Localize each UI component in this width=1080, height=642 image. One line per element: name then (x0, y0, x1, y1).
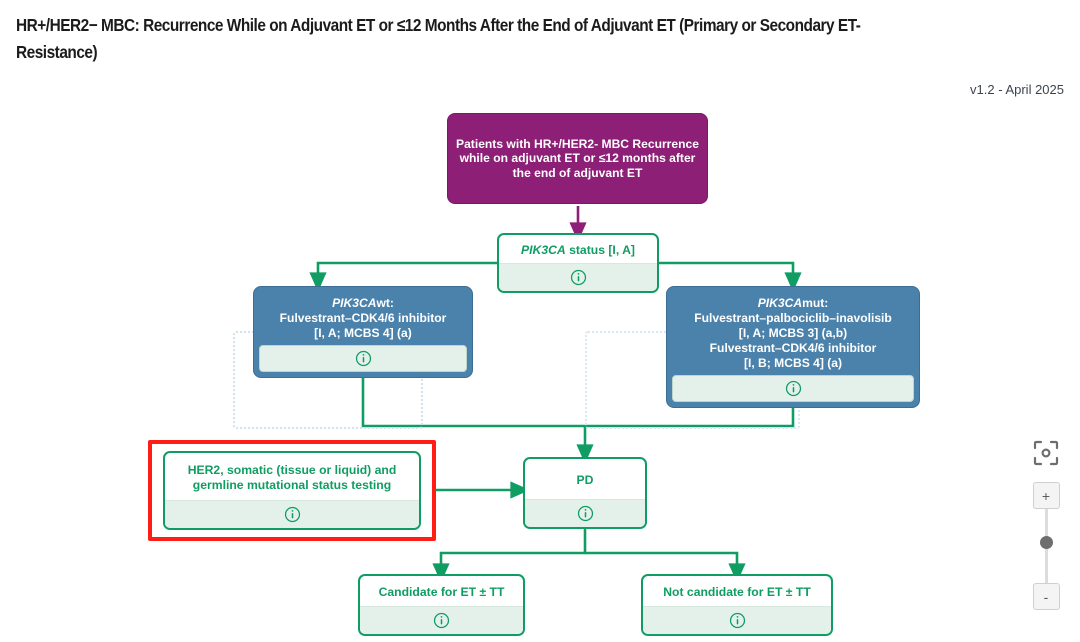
info-bar[interactable] (259, 345, 467, 372)
node-pik3ca-wt-label: PIK3CAwt: Fulvestrant–CDK4/6 inhibitor [… (259, 291, 467, 345)
info-bar[interactable] (525, 499, 645, 527)
node-not-candidate-et-tt[interactable]: Not candidate for ET ± TT (641, 574, 833, 636)
info-icon[interactable] (577, 505, 594, 522)
info-bar[interactable] (499, 263, 657, 291)
zoom-in-button[interactable]: + (1032, 482, 1060, 509)
fit-to-screen-icon[interactable] (1033, 440, 1059, 466)
node-pd[interactable]: PD (523, 457, 647, 529)
node-her2-testing-label: HER2, somatic (tissue or liquid) and ger… (187, 462, 397, 492)
page-title: HR+/HER2− MBC: Recurrence While on Adjuv… (16, 15, 861, 62)
info-icon[interactable] (729, 612, 746, 629)
node-pik3ca-mut[interactable]: PIK3CAmut: Fulvestrant–palbociclib–inavo… (666, 286, 920, 408)
version-label: v1.2 - April 2025 (970, 82, 1064, 97)
node-pik3ca-mut-label: PIK3CAmut: Fulvestrant–palbociclib–inavo… (672, 291, 914, 375)
node-candidate-label: Candidate for ET ± TT (378, 584, 505, 599)
info-icon[interactable] (570, 269, 587, 286)
pik3ca-wt-suffix: wt: (376, 295, 394, 310)
node-pik3ca-status-label: PIK3CA status [I, A] (499, 235, 657, 263)
diagram-canvas[interactable]: Patients with HR+/HER2- MBC Recurrence w… (0, 96, 1010, 642)
node-pik3ca-wt[interactable]: PIK3CAwt: Fulvestrant–CDK4/6 inhibitor [… (253, 286, 473, 378)
node-candidate-et-tt[interactable]: Candidate for ET ± TT (358, 574, 525, 636)
info-icon[interactable] (284, 506, 301, 523)
node-pd-label: PD (576, 472, 594, 487)
node-pik3ca-status[interactable]: PIK3CA status [I, A] (497, 233, 659, 293)
pik3ca-gene-name: PIK3CA (521, 242, 566, 257)
pik3ca-status-rest: status [I, A] (565, 242, 635, 257)
zoom-out-button[interactable]: - (1032, 583, 1060, 610)
pik3ca-wt-line2: Fulvestrant–CDK4/6 inhibitor (279, 310, 447, 325)
pik3ca-mut-gene: PIK3CA (757, 295, 803, 310)
pik3ca-wt-line3: [I, A; MCBS 4] (a) (314, 325, 412, 340)
node-her2-testing[interactable]: HER2, somatic (tissue or liquid) and ger… (163, 451, 421, 530)
info-bar[interactable] (360, 606, 523, 634)
pik3ca-mut-line5: [I, B; MCBS 4] (a) (743, 355, 843, 370)
zoom-slider[interactable] (1039, 509, 1053, 583)
info-bar[interactable] (643, 606, 831, 634)
pik3ca-wt-gene: PIK3CA (332, 295, 377, 310)
info-bar[interactable] (672, 375, 914, 402)
zoom-slider-handle[interactable] (1039, 536, 1053, 549)
pik3ca-mut-line4: Fulvestrant–CDK4/6 inhibitor (709, 340, 877, 355)
node-root-patients[interactable]: Patients with HR+/HER2- MBC Recurrence w… (447, 113, 708, 204)
info-bar[interactable] (165, 500, 419, 528)
node-not-candidate-label: Not candidate for ET ± TT (663, 584, 811, 599)
zoom-controls[interactable]: + - (1026, 440, 1066, 610)
info-icon[interactable] (355, 350, 372, 367)
info-icon[interactable] (433, 612, 450, 629)
pik3ca-mut-line3: [I, A; MCBS 3] (a,b) (738, 325, 848, 340)
pik3ca-mut-suffix: mut: (802, 295, 829, 310)
node-root-label: Patients with HR+/HER2- MBC Recurrence w… (456, 136, 699, 180)
pik3ca-mut-line2: Fulvestrant–palbociclib–inavolisib (694, 310, 892, 325)
info-icon[interactable] (785, 380, 802, 397)
